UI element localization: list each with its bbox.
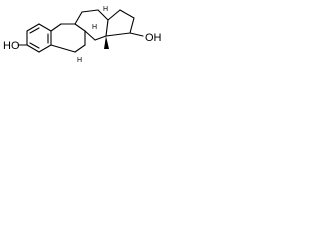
bond-to-hydroxyl	[129, 32, 144, 37]
bond	[119, 9, 135, 19]
hydroxyl-right-label: OH	[145, 32, 162, 44]
steroid-structure-diagram: HO OH H H H	[3, 6, 162, 64]
hydrogen-label-top: H	[92, 24, 97, 31]
ring-a-aromatic	[26, 23, 52, 53]
bond	[26, 23, 40, 32]
bond	[105, 32, 131, 37]
bond	[50, 23, 62, 32]
hydrogen-label-mid: H	[103, 6, 108, 13]
hydrogen-label-bottom: H	[77, 57, 82, 64]
bond	[26, 44, 40, 53]
bond	[74, 44, 86, 53]
bond	[38, 23, 52, 32]
bond	[74, 11, 83, 25]
bond	[94, 35, 107, 41]
double-bond	[29, 42, 40, 49]
bond	[107, 9, 121, 21]
bond	[97, 9, 109, 21]
methyl-wedge	[104, 36, 109, 49]
bond	[84, 30, 96, 41]
ring-b	[50, 23, 86, 53]
bond	[74, 23, 86, 32]
bond	[38, 44, 52, 53]
ring-c	[74, 9, 109, 41]
bond	[129, 17, 135, 34]
double-bond	[29, 27, 40, 34]
bond	[81, 9, 99, 13]
bond	[105, 19, 109, 37]
hydroxyl-left-label: HO	[3, 40, 20, 52]
bond	[50, 44, 76, 53]
ring-d	[105, 9, 135, 37]
